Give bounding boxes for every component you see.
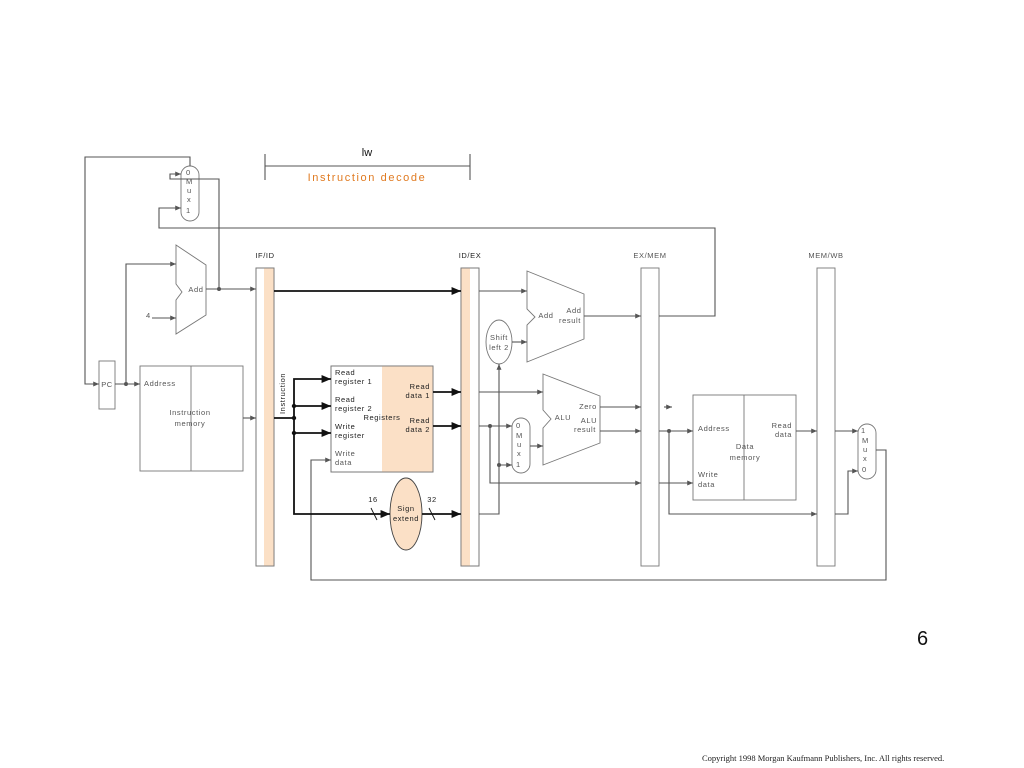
svg-text:data: data	[335, 458, 352, 467]
pipeline-register-if-id: IF/ID	[255, 251, 275, 567]
svg-text:u: u	[187, 186, 192, 195]
id-ex-label: ID/EX	[459, 251, 482, 260]
svg-text:data: data	[698, 480, 715, 489]
svg-text:0: 0	[186, 168, 191, 177]
svg-text:left 2: left 2	[489, 343, 509, 352]
svg-text:data: data	[775, 430, 792, 439]
svg-text:x: x	[863, 454, 867, 463]
pipeline-register-id-ex: ID/EX	[459, 251, 482, 567]
svg-text:Read: Read	[772, 421, 792, 430]
svg-text:result: result	[574, 425, 596, 434]
svg-text:M: M	[516, 431, 523, 440]
pipeline-register-ex-mem: EX/MEM	[633, 251, 666, 567]
svg-text:memory: memory	[175, 419, 206, 428]
alu: ALU Zero ALU result	[542, 373, 601, 466]
sign-extend: Sign extend 16 32	[368, 477, 437, 551]
instruction-bus-label: Instruction	[278, 373, 287, 414]
register-file: Read register 1 Read register 2 Write re…	[330, 365, 434, 473]
constant-four: 4	[146, 311, 151, 320]
mem-wb-label: MEM/WB	[808, 251, 843, 260]
svg-text:u: u	[863, 445, 868, 454]
pipeline-register-mem-wb: MEM/WB	[808, 251, 843, 567]
registers-label: Registers	[363, 413, 400, 422]
svg-text:1: 1	[861, 426, 866, 435]
if-id-label: IF/ID	[255, 251, 274, 260]
datapath-wires	[84, 156, 887, 581]
stage-bracket: lw Instruction decode	[264, 147, 471, 184]
svg-text:ALU: ALU	[581, 416, 597, 425]
svg-text:register 1: register 1	[335, 377, 372, 386]
pc-source-mux: 0 M u x 1	[180, 165, 200, 222]
svg-text:M: M	[186, 177, 193, 186]
svg-text:Sign: Sign	[397, 504, 414, 513]
svg-text:register 2: register 2	[335, 404, 372, 413]
program-counter: PC	[98, 360, 116, 410]
svg-text:1: 1	[186, 206, 191, 215]
sign-extend-output-width: 32	[427, 495, 437, 504]
alu-src-mux: 0 M u x 1	[511, 417, 531, 474]
svg-text:0: 0	[862, 465, 867, 474]
svg-text:Data: Data	[736, 442, 754, 451]
active-path-wires	[274, 286, 461, 519]
pc-label: PC	[101, 380, 113, 389]
pc-adder: Add	[175, 244, 207, 335]
alu-zero-label: Zero	[579, 402, 597, 411]
page-number: 6	[917, 628, 929, 650]
svg-text:Write: Write	[698, 470, 718, 479]
stage-name: Instruction decode	[308, 172, 427, 184]
instruction-memory-address: Address	[144, 379, 176, 388]
shift-left-2: Shift left 2	[485, 319, 513, 365]
svg-text:Read: Read	[335, 368, 355, 377]
alu-label: ALU	[555, 413, 571, 422]
svg-text:1: 1	[516, 460, 521, 469]
svg-text:memory: memory	[730, 453, 761, 462]
svg-text:Shift: Shift	[490, 333, 508, 342]
svg-text:data 2: data 2	[406, 425, 430, 434]
data-memory: Address Read data Data memory Write data	[692, 394, 797, 501]
stage-instruction: lw	[362, 147, 372, 159]
svg-text:Read: Read	[410, 416, 430, 425]
svg-text:0: 0	[516, 421, 521, 430]
svg-text:M: M	[862, 436, 869, 445]
sign-extend-input-width: 16	[368, 495, 378, 504]
data-memory-address: Address	[698, 424, 730, 433]
svg-text:register: register	[335, 431, 365, 440]
svg-text:Add: Add	[566, 306, 581, 315]
svg-text:x: x	[517, 449, 521, 458]
branch-adder: Add Add result	[526, 270, 585, 363]
svg-text:Read: Read	[335, 395, 355, 404]
svg-text:Read: Read	[410, 382, 430, 391]
branch-adder-label: Add	[538, 311, 553, 320]
copyright-notice: Copyright 1998 Morgan Kaufmann Publisher…	[702, 753, 945, 763]
svg-text:result: result	[559, 316, 581, 325]
svg-text:u: u	[517, 440, 522, 449]
ex-mem-label: EX/MEM	[633, 251, 666, 260]
wire-junctions	[124, 287, 671, 467]
svg-text:Write: Write	[335, 449, 355, 458]
svg-text:data 1: data 1	[406, 391, 430, 400]
mem-to-reg-mux: 1 M u x 0	[857, 423, 877, 480]
pc-adder-label: Add	[188, 285, 203, 294]
svg-text:Write: Write	[335, 422, 355, 431]
svg-text:extend: extend	[393, 514, 419, 523]
svg-text:Instruction: Instruction	[169, 408, 210, 417]
instruction-memory: Address Instruction memory	[139, 365, 244, 472]
svg-text:x: x	[187, 195, 191, 204]
